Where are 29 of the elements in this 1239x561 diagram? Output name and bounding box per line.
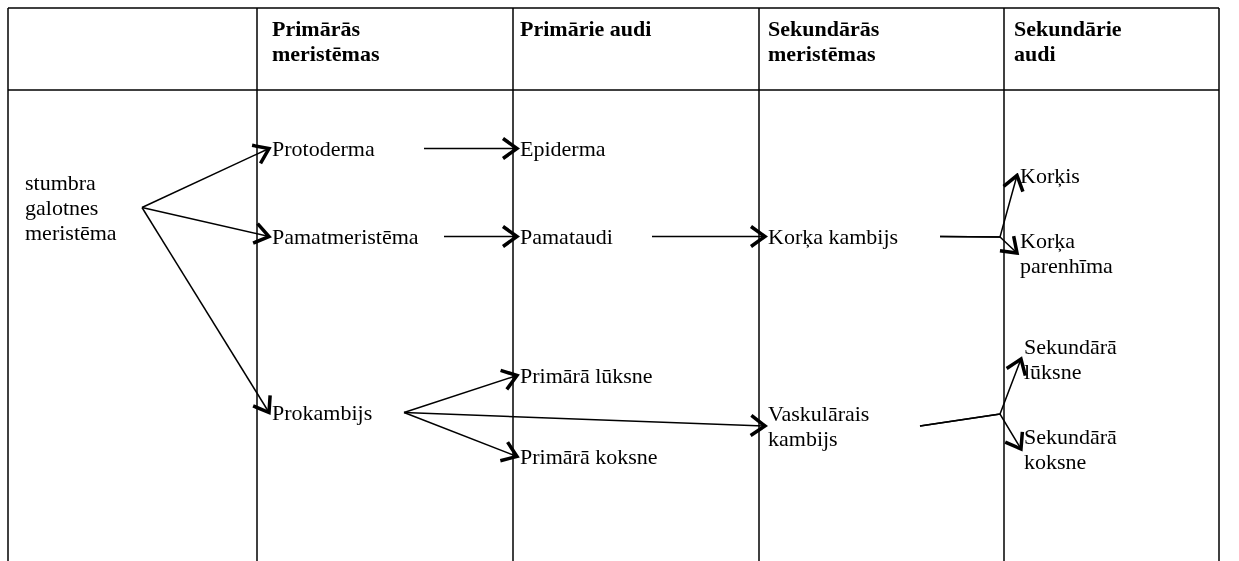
column-header: Sekundārie audi — [1014, 16, 1123, 66]
arrow — [403, 411, 519, 463]
tissue-label: Sekundārā lūksne — [1024, 334, 1134, 384]
column-header: Primārās meristēmas — [272, 16, 381, 66]
tissue-label: Prokambijs — [272, 400, 402, 425]
arrow — [403, 368, 519, 414]
tissue-label: Protoderma — [272, 136, 422, 161]
arrow — [443, 224, 519, 249]
tissue-label: Sekundārā koksne — [1024, 424, 1134, 474]
tissue-label: Korķis — [1020, 163, 1120, 188]
tissue-label: Primārā lūksne — [520, 363, 700, 388]
tissue-label: stumbra galotnes meristēma — [25, 170, 140, 245]
arrow — [141, 206, 272, 415]
tissue-label: Epiderma — [520, 136, 670, 161]
column-header: Primārie audi — [520, 16, 653, 41]
arrow — [651, 224, 767, 249]
arrow — [141, 206, 271, 245]
column-header: Sekundārās meristēmas — [768, 16, 881, 66]
arrow — [423, 136, 519, 161]
tissue-label: Vaskulārais kambijs — [768, 401, 918, 451]
arrow — [919, 413, 1025, 451]
arrow — [403, 411, 767, 438]
tissue-label: Primārā koksne — [520, 444, 700, 469]
tissue-label: Pamatmeristēma — [272, 224, 442, 249]
tissue-label: Korķa parenhīma — [1020, 228, 1130, 278]
tissue-label: Pamataudi — [520, 224, 650, 249]
arrow — [141, 143, 271, 209]
tissue-label: Korķa kambijs — [768, 224, 938, 249]
arrow — [939, 234, 1019, 255]
